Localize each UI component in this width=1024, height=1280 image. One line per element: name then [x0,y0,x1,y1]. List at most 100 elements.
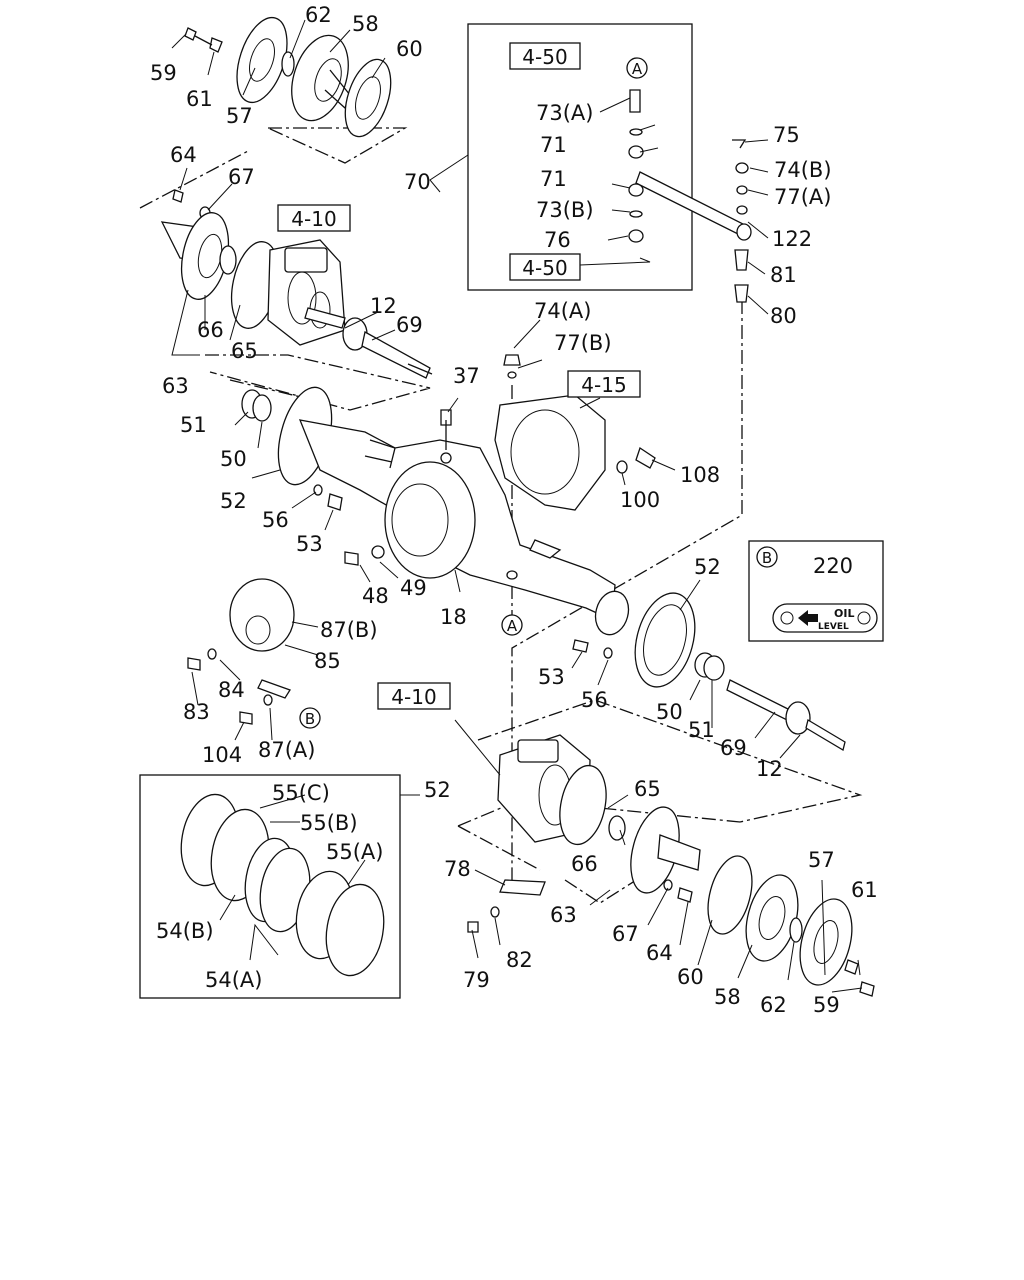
callout: 54(A) [205,968,262,992]
callout: 67 [612,922,639,946]
callout: 52 [694,555,721,579]
callout: 71 [540,133,567,157]
marker-b-inset: B [762,549,772,567]
callout: 87(A) [258,738,315,762]
callout: 52 [424,778,451,802]
callout: 70 [404,170,431,194]
callout: 18 [440,605,467,629]
callout: 69 [396,313,423,337]
callout: 58 [714,985,741,1009]
oil-level-indicator: 220 OIL LEVEL [772,554,878,633]
ref-4-15: 4-15 [581,373,626,397]
callout: 65 [634,777,661,801]
callout: 49 [400,576,427,600]
seal-kit-parts [180,793,385,977]
marker-a-top: A [632,60,643,78]
callout: 77(A) [774,185,831,209]
callout-labels: 59 62 58 60 61 57 64 67 66 65 63 12 69 7… [150,3,878,1017]
callout: 75 [773,123,800,147]
differential-cover [187,578,295,725]
callout: 12 [756,757,783,781]
callout: 108 [680,463,720,487]
callout: 63 [162,374,189,398]
callout: 57 [808,848,835,872]
callout: 82 [506,948,533,972]
callout: 58 [352,12,379,36]
callout: 59 [813,993,840,1017]
axle-shaft-top [304,307,433,379]
callout: 12 [370,294,397,318]
ref-4-50-top: 4-50 [522,45,567,69]
callout: 83 [183,700,210,724]
ref-4-10-bottom: 4-10 [391,685,436,709]
callout: 60 [396,37,423,61]
hub-assembly-bottom [630,806,875,997]
callout: 69 [720,736,747,760]
callout: 37 [453,364,480,388]
ref-4-10-top: 4-10 [291,207,336,231]
steering-knuckle-bottom [467,734,626,933]
callout: 74(A) [534,299,591,323]
callout: 56 [581,688,608,712]
callout: 51 [180,413,207,437]
callout: 65 [231,339,258,363]
callout: 53 [538,665,565,689]
callout: 80 [770,304,797,328]
callout: 77(B) [554,331,612,355]
level-label: LEVEL [818,622,849,632]
callout: 62 [760,993,787,1017]
seal-kit-inset-frame [139,774,401,999]
callout: 122 [772,227,812,251]
callout: 53 [296,532,323,556]
circle-markers: A A B B [299,57,778,729]
arrow-left-icon [798,610,818,626]
callout: 81 [770,263,797,287]
callout: 63 [550,903,577,927]
callout: 76 [544,228,571,252]
callout: 48 [362,584,389,608]
boxed-references: 4-50 4-50 4-10 4-15 4-10 [277,42,641,710]
oil-level-inset-frame [748,540,884,642]
callout: 64 [170,143,197,167]
hub-flange-left [160,189,280,329]
callout: 84 [218,678,245,702]
callout: 87(B) [320,618,378,642]
callout: 73(A) [536,101,593,125]
callout: 56 [262,508,289,532]
marker-a-bottom: A [507,617,518,635]
callout: 55(C) [272,781,330,805]
callout: 61 [186,87,213,111]
callout: 66 [571,852,598,876]
callout: 62 [305,3,332,27]
marker-b-diagram: B [305,710,315,728]
callout: 51 [688,718,715,742]
ref-4-50-bottom: 4-50 [522,256,567,280]
callout: 50 [656,700,683,724]
callout: 71 [540,167,567,191]
callout: 104 [202,743,242,767]
leader-lines [171,19,863,993]
callout: 64 [646,941,673,965]
differential-carrier [494,394,656,511]
callout: 52 [220,489,247,513]
oil-label: OIL [834,607,854,620]
callout: 54(B) [156,919,214,943]
callout: 85 [314,649,341,673]
fasteners-center [313,354,521,566]
callout: 66 [197,318,224,342]
callout: 55(B) [300,811,358,835]
callout: 60 [677,965,704,989]
tie-rod-inset-frame [467,23,693,291]
callout: 50 [220,447,247,471]
callout: 100 [620,488,660,512]
callout: 67 [228,165,255,189]
callout: 57 [226,104,253,128]
callout: 73(B) [536,198,594,222]
steering-knuckle-top [267,239,346,346]
axle-housing [241,386,630,636]
housing-right-side [572,592,846,752]
callout: 61 [851,878,878,902]
tie-rod-parts [628,89,752,303]
callout: 74(B) [774,158,832,182]
